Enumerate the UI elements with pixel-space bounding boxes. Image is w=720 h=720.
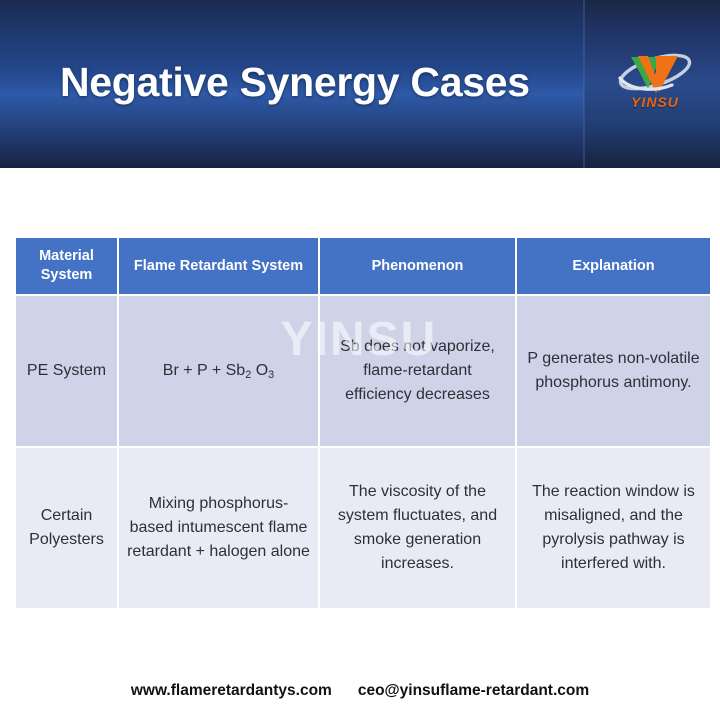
banner-panel-divider xyxy=(583,0,585,168)
column-header-phenomenon: Phenomenon xyxy=(320,238,515,294)
formula-subscript-2: 2 xyxy=(245,368,252,381)
negative-synergy-table-container: YINSU Material System Flame Retardant Sy… xyxy=(14,236,710,612)
table-row: Certain Polyesters Mixing phosphorus-bas… xyxy=(16,448,710,608)
page-title: Negative Synergy Cases xyxy=(60,59,530,105)
brand-logo: YINSU xyxy=(612,48,698,120)
column-header-explanation: Explanation xyxy=(517,238,710,294)
cell-explanation: P generates non-volatile phosphorus anti… xyxy=(517,296,710,446)
cell-material-system: PE System xyxy=(16,296,117,446)
footer-contact-bar: www.flameretardantys.com ceo@yinsuflame-r… xyxy=(0,682,720,700)
footer-website-link[interactable]: www.flameretardantys.com xyxy=(130,682,332,699)
banner-left-panel xyxy=(0,0,584,168)
table-header-row: Material System Flame Retardant System P… xyxy=(16,238,710,294)
column-header-flame-retardant-system: Flame Retardant System xyxy=(119,238,318,294)
cell-flame-retardant-system: Mixing phosphorus-based intumescent flam… xyxy=(119,448,318,608)
formula-prefix: Br + P + Sb xyxy=(162,361,246,379)
formula-mid: O xyxy=(251,361,269,379)
logo-wordmark: YINSU xyxy=(631,94,679,110)
cell-phenomenon: The viscosity of the system fluctuates, … xyxy=(320,448,515,608)
cell-phenomenon: Sb does not vaporize, flame-retardant ef… xyxy=(320,296,515,446)
table-row: PE System Br + P + Sb2 O3 Sb does not va… xyxy=(16,296,710,446)
cell-explanation: The reaction window is misaligned, and t… xyxy=(517,448,710,608)
cell-material-system: Certain Polyesters xyxy=(16,448,117,608)
yinsu-v-orbit-icon xyxy=(618,53,692,93)
footer-email-link[interactable]: ceo@yinsuflame-retardant.com xyxy=(357,682,590,699)
negative-synergy-table: Material System Flame Retardant System P… xyxy=(14,236,712,610)
cell-flame-retardant-system: Br + P + Sb2 O3 xyxy=(119,296,318,446)
header-banner: Negative Synergy Cases YINSU xyxy=(0,0,720,168)
column-header-material-system: Material System xyxy=(16,238,117,294)
formula-subscript-3: 3 xyxy=(268,368,275,381)
